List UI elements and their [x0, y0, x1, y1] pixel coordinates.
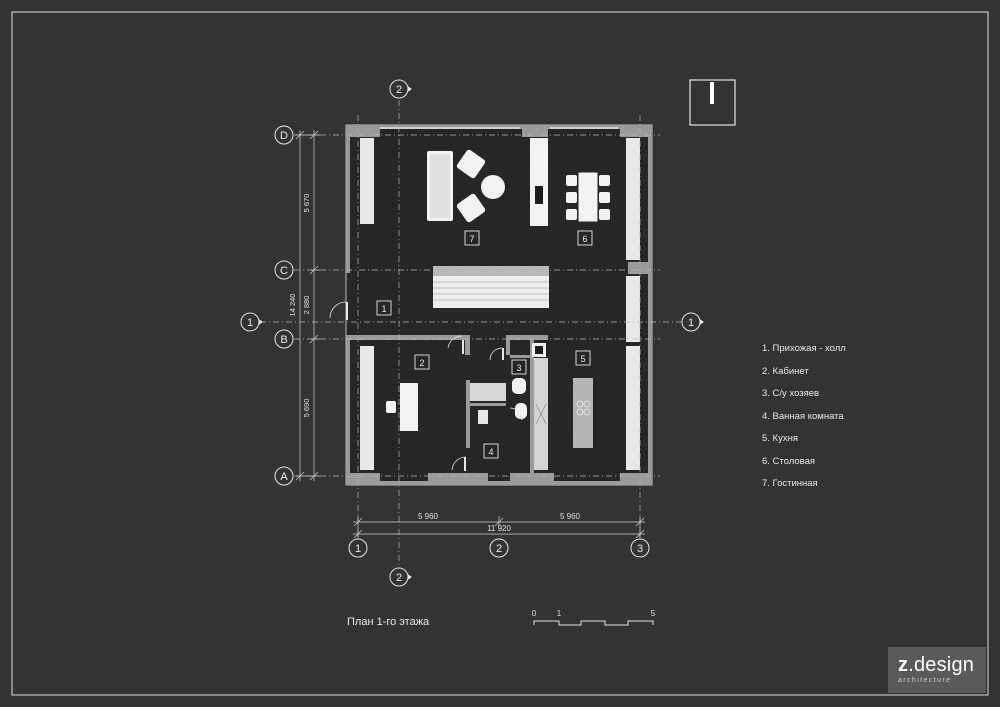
bathroom-fixtures [470, 343, 546, 424]
legend-item: 1. Прихожая - холл [762, 343, 846, 354]
column-axes: 1 2 3 [348, 538, 650, 558]
svg-text:7: 7 [469, 234, 474, 244]
dining-set [566, 171, 610, 223]
room-tag-3: 3 [511, 359, 527, 375]
interior-walls [346, 335, 548, 473]
section-markers: 1 1 2 2 [240, 79, 704, 587]
axis-bubble-d: D [274, 125, 294, 145]
axis-bubble-c: C [274, 260, 294, 280]
room-tag-4: 4 [483, 443, 499, 459]
svg-text:1: 1 [355, 543, 361, 555]
svg-text:C: C [280, 265, 288, 277]
legend-item: 3. С/у хозяев [762, 388, 820, 399]
svg-text:5: 5 [651, 609, 656, 618]
axis-bubble-3: 3 [630, 538, 650, 558]
living-furniture [427, 149, 505, 223]
kitchen [534, 358, 593, 470]
top-island [530, 138, 548, 226]
svg-text:1: 1 [557, 609, 562, 618]
legend-item: 4. Ванная комната [762, 410, 844, 422]
plan-title: План 1-го этажа [347, 616, 430, 628]
room-tags: 1 2 3 4 5 6 7 [376, 230, 593, 459]
svg-text:5 960: 5 960 [560, 512, 581, 521]
svg-text:2: 2 [396, 572, 402, 584]
svg-text:3: 3 [516, 363, 521, 373]
svg-text:D: D [280, 130, 288, 142]
section-mark-2-bottom: 2 [389, 567, 412, 587]
svg-text:2 880: 2 880 [302, 296, 311, 315]
svg-text:5 690: 5 690 [302, 399, 311, 418]
building-plan: 1 2 3 4 5 6 7 [329, 124, 653, 486]
room-tag-2: 2 [414, 354, 430, 370]
room-tag-6: 6 [577, 230, 593, 246]
svg-text:5 670: 5 670 [302, 194, 311, 213]
svg-text:5: 5 [580, 354, 585, 364]
svg-text:14 240: 14 240 [288, 294, 297, 317]
svg-text:1: 1 [247, 317, 253, 329]
vertical-dimension-labels: 5 670 2 880 5 690 14 240 [288, 194, 311, 418]
axis-bubble-2: 2 [489, 538, 509, 558]
door-leaves [346, 302, 504, 471]
room-tag-7: 7 [464, 230, 480, 246]
section-mark-1-left: 1 [240, 312, 263, 332]
legend-item: 2. Кабинет [762, 365, 809, 377]
legend-item: 5. Кухня [762, 433, 798, 444]
svg-text:1: 1 [381, 304, 386, 314]
svg-text:5 960: 5 960 [418, 512, 439, 521]
axis-bubble-b: B [274, 329, 294, 349]
brand-logo: z.design architecture [888, 647, 986, 693]
svg-text:2: 2 [396, 84, 402, 96]
svg-text:2: 2 [496, 543, 502, 555]
logo-wordmark: z.design [898, 654, 975, 676]
horizontal-dimension-labels: 5 960 5 960 11 920 [418, 512, 581, 533]
svg-text:3: 3 [637, 543, 643, 555]
svg-text:A: A [280, 471, 288, 483]
svg-text:6: 6 [582, 234, 587, 244]
sheet-border [11, 11, 989, 696]
room-tag-5: 5 [575, 350, 591, 366]
svg-text:B: B [280, 334, 287, 346]
svg-text:4: 4 [488, 447, 493, 457]
legend-item: 7. Гостинная [762, 478, 818, 489]
axis-bubble-1: 1 [348, 538, 368, 558]
axis-bubble-a: A [274, 466, 294, 486]
svg-text:2: 2 [419, 358, 424, 368]
vertical-dimensions [295, 130, 320, 481]
section-mark-2-top: 2 [389, 79, 412, 99]
room-tag-1: 1 [376, 300, 392, 316]
grid-axis-lines [260, 100, 690, 570]
svg-text:0: 0 [532, 609, 537, 618]
svg-text:11 920: 11 920 [487, 524, 511, 533]
legend-item: 6. Столовая [762, 455, 816, 467]
horizontal-dimensions [353, 516, 645, 539]
study-desk [386, 383, 418, 431]
room-legend: 1. Прихожая - холл 2. Кабинет 3. С/у хоз… [762, 338, 846, 496]
svg-text:1: 1 [688, 317, 694, 329]
logo-tagline: architecture [898, 677, 952, 684]
staircase [433, 266, 549, 308]
scale-bar: 0 1 5 [532, 609, 656, 626]
section-mark-1-right: 1 [681, 312, 704, 332]
windows [360, 127, 640, 470]
row-axes: D C B A [274, 125, 294, 486]
north-symbol [689, 79, 736, 126]
